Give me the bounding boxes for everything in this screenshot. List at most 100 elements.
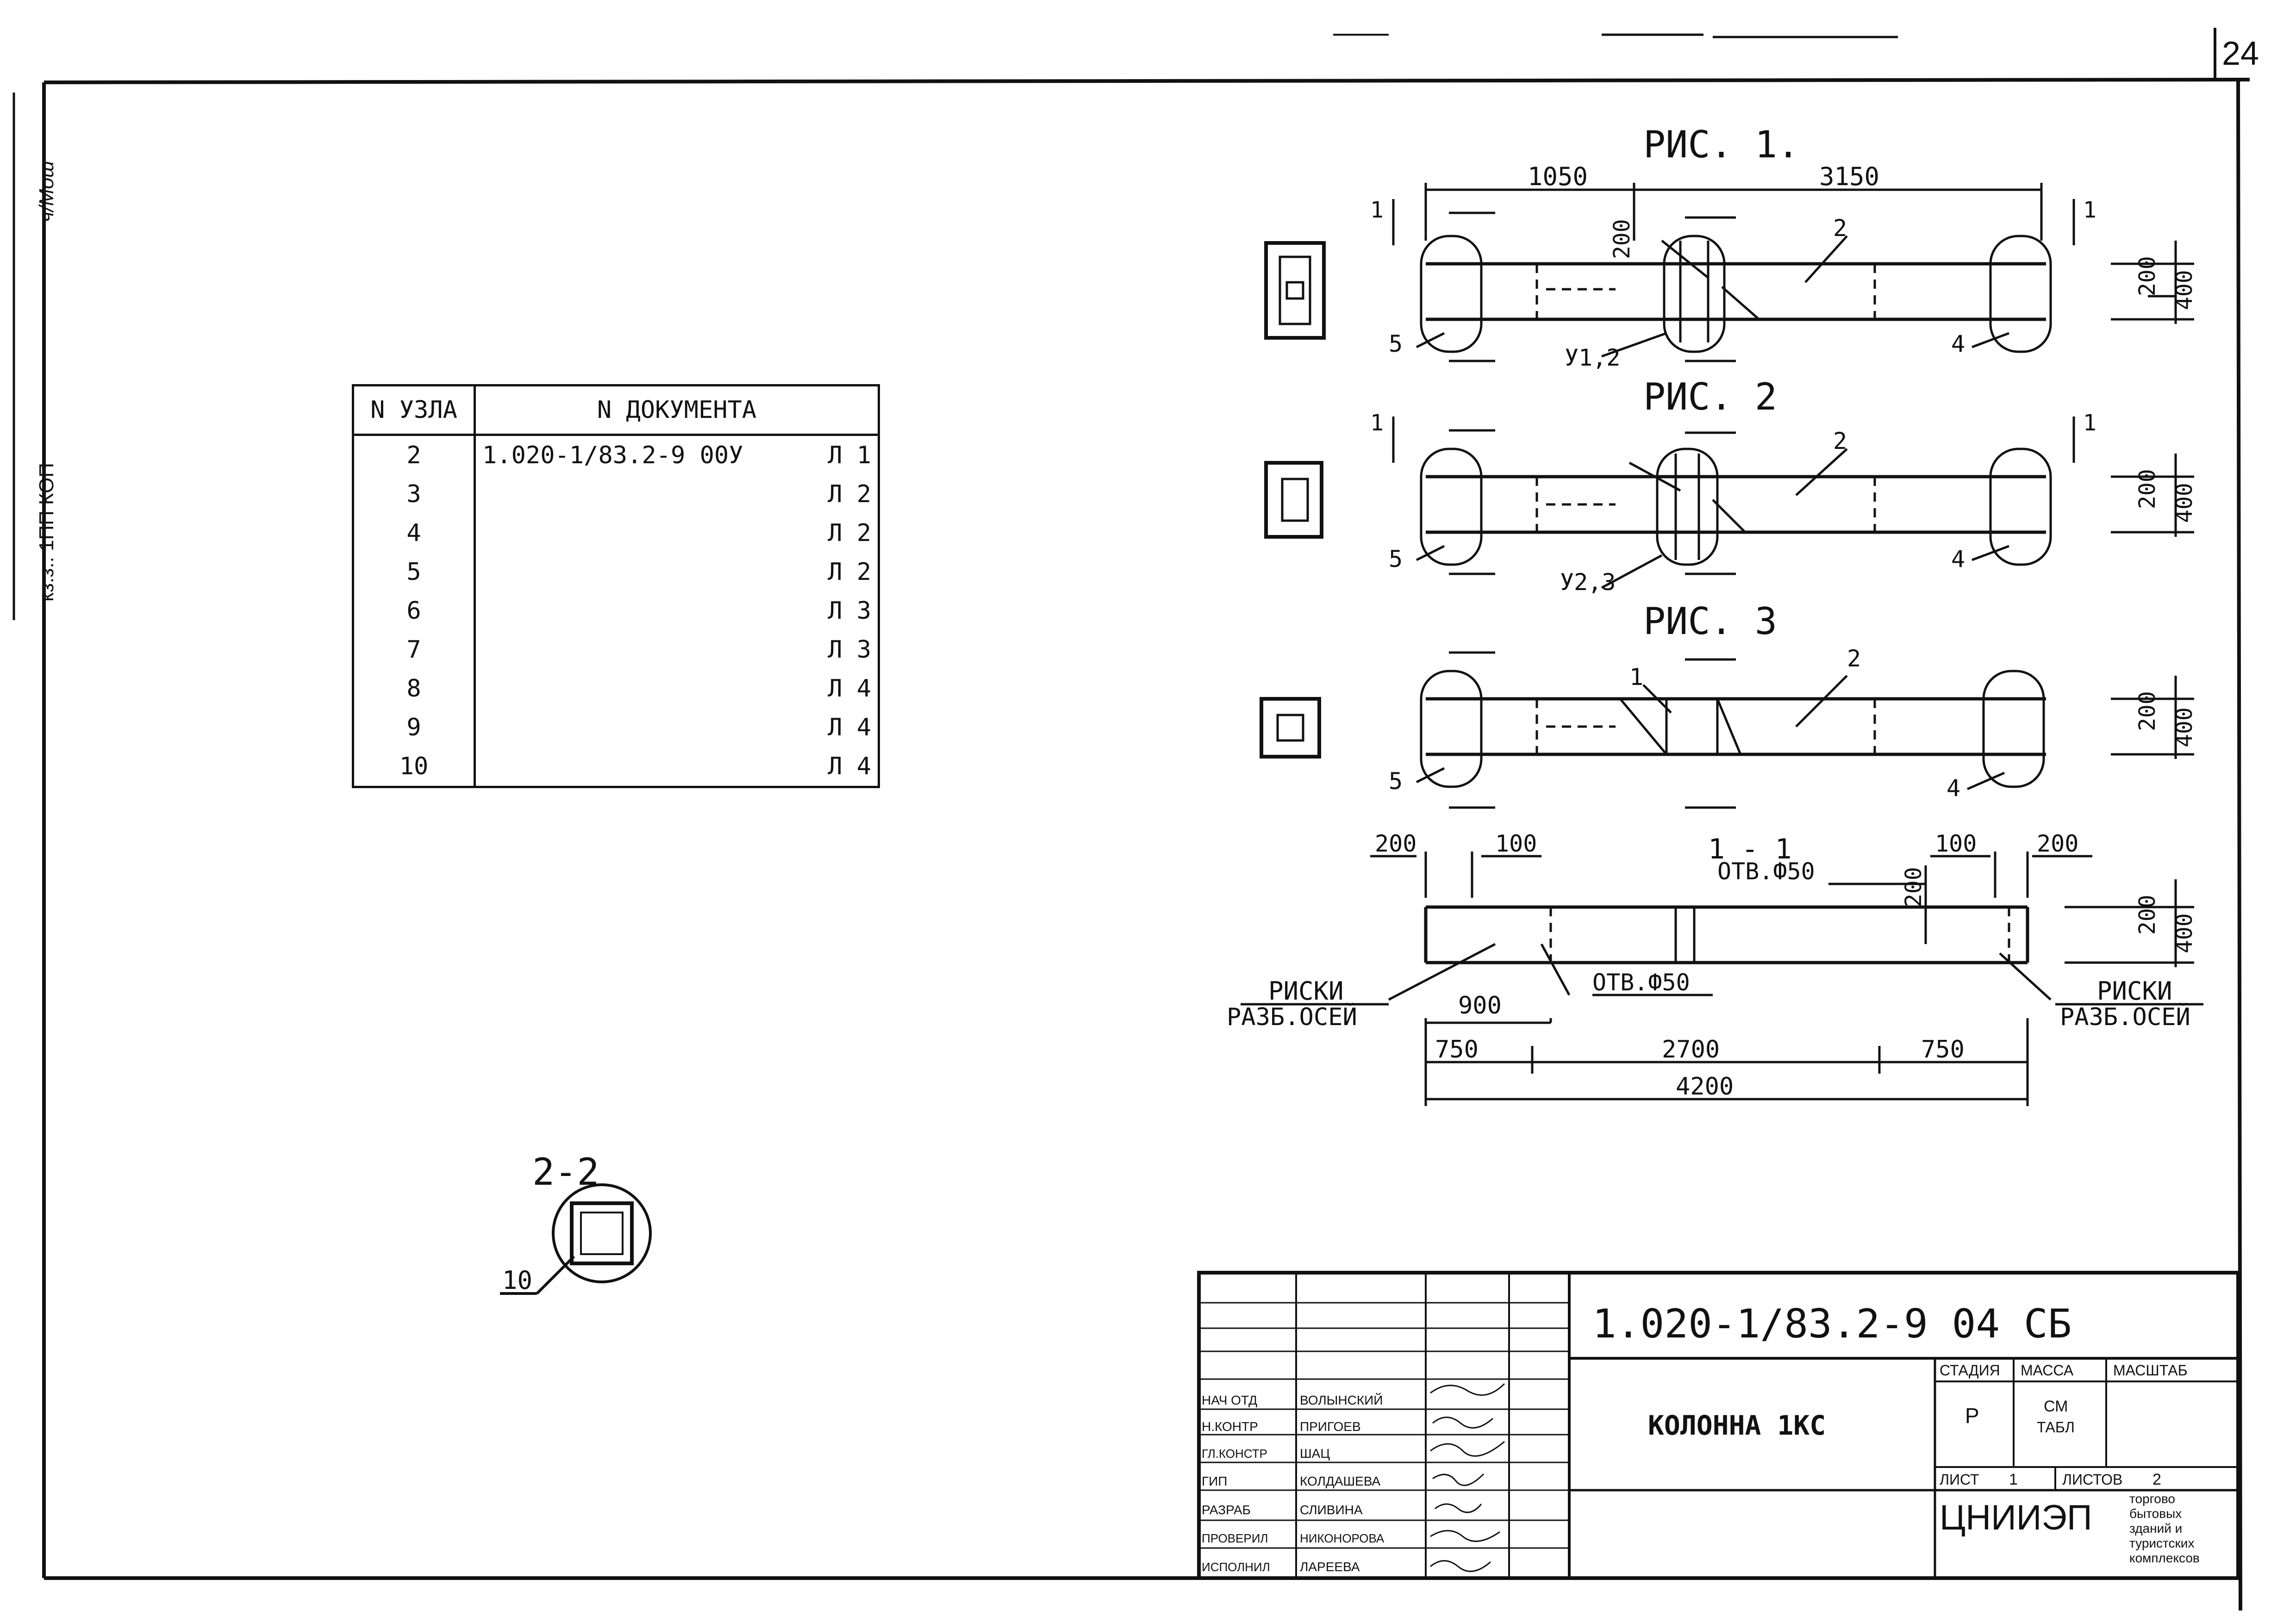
sec11-dim-750-left: 750 (1435, 1036, 1479, 1063)
staff-name-0: ВОЛЫНСКИЙ (1300, 1393, 1383, 1407)
doc-cell: Л 4 (474, 708, 880, 747)
table-row: 9 Л 4 (352, 708, 880, 747)
item-name: КОЛОННА 1КС (1648, 1410, 1826, 1441)
sheets-label: ЛИСТОВ (2062, 1471, 2122, 1488)
doc-sheet: Л 4 (828, 752, 871, 780)
sheet-frame (12, 28, 2250, 1611)
fig2-dim-200-r: 200 (2134, 469, 2160, 509)
doc-cell: 1.020-1/83.2-9 00У Л 1 (474, 435, 880, 475)
sec11-dim-750-right: 750 (1921, 1036, 1965, 1063)
org-desc-3: туристских (2129, 1536, 2194, 1550)
node-cell: 6 (352, 591, 476, 630)
node-cell: 9 (352, 708, 476, 747)
doc-cell: Л 2 (474, 553, 880, 591)
doc-sheet: Л 2 (828, 519, 871, 547)
org-desc-1: бытовых (2129, 1506, 2182, 1521)
fig1-dim-200-r: 200 (2134, 256, 2160, 296)
doc-sheet: Л 4 (828, 675, 871, 703)
staff-name-4: СЛИВИНА (1300, 1503, 1363, 1517)
fig1-label-2: 2 (1833, 215, 1847, 242)
marks-right-sub: РАЗБ.ОСЕЙ (2060, 1003, 2190, 1031)
sheet-value: 1 (2009, 1471, 2018, 1488)
header-document: N ДОКУМЕНТА (474, 384, 880, 436)
node-cell: 4 (352, 514, 476, 553)
fig2-label-2: 2 (1833, 428, 1847, 454)
fig1-label-5: 5 (1389, 330, 1403, 357)
section-22-label-10: 10 (502, 1266, 532, 1295)
node-cell: 2 (352, 435, 476, 475)
doc-sheet: Л 2 (828, 558, 871, 586)
scale-header: МАСШТАБ (2113, 1362, 2188, 1379)
figure-2 (1264, 417, 2194, 589)
staff-role-2: ГЛ.КОНСТР (1202, 1447, 1267, 1461)
node-cell: 3 (352, 475, 476, 514)
doc-cell: Л 3 (474, 630, 880, 669)
section-1-1 (1241, 852, 2203, 1106)
fig1-dim-200-v: 200 (1609, 219, 1635, 259)
table-row: 6 Л 3 (352, 591, 880, 630)
staff-name-3: КОЛДАШЕВА (1300, 1474, 1381, 1488)
staff-role-4: РАЗРАБ (1202, 1503, 1251, 1517)
node-cell: 10 (352, 747, 476, 788)
doc-number: 1.020-1/83.2-9 00У (482, 442, 743, 469)
table-row: 5 Л 2 (352, 553, 880, 591)
fig1-label-4: 4 (1951, 330, 1965, 357)
doc-cell: Л 3 (474, 591, 880, 630)
table-row: 10 Л 4 (352, 747, 880, 788)
org-desc-0: торгово (2129, 1492, 2175, 1506)
section-11-title: 1 - 1 (1708, 833, 1792, 865)
sec11-dim-100-right: 100 (1935, 830, 1977, 857)
sheets-value: 2 (2152, 1471, 2161, 1488)
sec11-dim-200-right: 200 (2037, 830, 2078, 857)
section-2-2 (500, 1183, 652, 1295)
fig1-dim-400-r: 400 (2171, 270, 2197, 310)
fig1-label-1-right: 1 (2083, 197, 2096, 223)
fig1-callout: У1,2 (1565, 344, 1620, 371)
org-desc-4: комплексов (2129, 1551, 2200, 1565)
page-number: 24 (2222, 35, 2259, 72)
section-22-title: 2-2 (532, 1150, 599, 1194)
sec11-dim-2700: 2700 (1662, 1036, 1720, 1063)
fig1-title: РИС. 1. (1643, 123, 1799, 166)
fig2-label-4: 4 (1951, 546, 1965, 572)
org-name: ЦНИИЭП (1940, 1498, 2092, 1537)
sec11-dim-100-left: 100 (1495, 830, 1537, 857)
table-row: 3 Л 2 (352, 475, 880, 514)
node-cell: 5 (352, 553, 476, 591)
table-row: 4 Л 2 (352, 514, 880, 553)
staff-name-5: НИКОНОРОВА (1300, 1531, 1385, 1545)
fig3-dim-200-r: 200 (2134, 691, 2160, 731)
marks-left-label: РИСКИ (1268, 976, 1344, 1006)
fig3-label-2: 2 (1847, 645, 1861, 672)
table-row: 2 1.020-1/83.2-9 00У Л 1 (352, 435, 880, 475)
fig2-label-1-right: 1 (2083, 410, 2096, 436)
hole-top-label: ОТВ.Ф50 (1717, 858, 1815, 885)
doc-sheet: Л 1 (828, 442, 871, 469)
fig2-callout: У2,3 (1560, 569, 1616, 596)
side-signature: ч/Мош (35, 161, 58, 222)
node-cell: 7 (352, 630, 476, 669)
sec11-dim-900: 900 (1458, 992, 1502, 1020)
fig2-title: РИС. 2 (1643, 375, 1777, 418)
fig3-label-1: 1 (1629, 664, 1643, 690)
sheet-label: ЛИСТ (1940, 1471, 1979, 1488)
doc-code: 1.020-1/83.2-9 04 СБ (1592, 1301, 2072, 1347)
sec11-dim-200-left: 200 (1375, 830, 1416, 857)
side-stamp: кз.з.. 1ПП КОП (35, 463, 58, 602)
doc-sheet: Л 3 (828, 597, 871, 625)
node-cell: 8 (352, 669, 476, 708)
fig3-title: РИС. 3 (1643, 600, 1777, 643)
doc-sheet: Л 4 (828, 714, 871, 741)
stage-header: СТАДИЯ (1940, 1362, 2000, 1379)
staff-name-6: ЛАРЕЕВА (1300, 1560, 1360, 1574)
figure-1 (1264, 183, 2194, 362)
sec11-dim-200-r: 200 (2134, 895, 2160, 935)
fig3-dim-400-r: 400 (2171, 707, 2197, 747)
marks-right-label: РИСКИ (2097, 976, 2172, 1006)
org-desc-2: зданий и (2129, 1521, 2182, 1536)
fig1-label-1-left: 1 (1370, 197, 1384, 223)
figure-3 (1260, 651, 2194, 809)
fig2-dim-400-r: 400 (2171, 483, 2197, 523)
staff-name-1: ПРИГОЕВ (1300, 1419, 1361, 1434)
